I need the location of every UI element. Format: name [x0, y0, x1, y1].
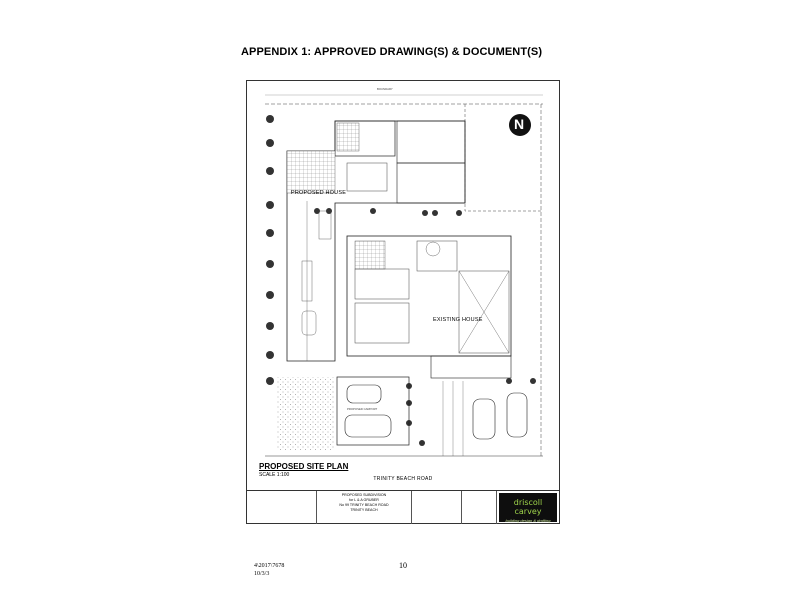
north-arrow-icon: N: [509, 114, 531, 136]
proposed-house-label: PROPOSED HOUSE: [291, 190, 347, 196]
page-number: 10: [399, 561, 407, 570]
revision-column: [247, 491, 317, 524]
project-line: TRINITY BEACH: [350, 508, 378, 512]
carport-label: PROPOSED CARPORT: [347, 407, 378, 411]
project-column: PROPOSED SUBDIVISION for L & A GRUBER No…: [317, 491, 412, 524]
site-plan-drawing: [265, 94, 543, 457]
site-plan-caption: PROPOSED SITE PLAN: [259, 462, 349, 471]
company-logo: driscoll carvey building design & drafti…: [499, 493, 557, 523]
scale-label: SCALE 1:100: [259, 472, 290, 478]
brand-name: driscoll carvey: [513, 498, 543, 516]
appendix-heading: APPENDIX 1: APPROVED DRAWING(S) & DOCUME…: [241, 46, 543, 58]
reference-line: 4\2017\7678: [254, 563, 285, 569]
drawing-sheet: N PROPOSED HOUSE EXISTING HOUSE PROPOSED…: [246, 80, 560, 524]
road-label: TRINITY BEACH ROAD: [373, 476, 433, 482]
title-block: PROPOSED SUBDIVISION for L & A GRUBER No…: [247, 490, 559, 524]
project-line: No 99 TRINITY BEACH ROAD: [339, 503, 389, 507]
office-column: [462, 491, 497, 524]
project-line: for L & A GRUBER: [349, 498, 379, 502]
brand-tagline: building design & drafting: [505, 518, 551, 523]
project-line: PROPOSED SUBDIVISION: [341, 493, 387, 497]
existing-house-label: EXISTING HOUSE: [433, 317, 483, 323]
document-reference: 4\2017\7678 10/3/3: [254, 562, 284, 578]
details-column: [412, 491, 462, 524]
north-label: N: [514, 116, 525, 132]
reference-line: 10/3/3: [254, 571, 270, 577]
boundary-label: BOUNDARY: [377, 87, 393, 91]
